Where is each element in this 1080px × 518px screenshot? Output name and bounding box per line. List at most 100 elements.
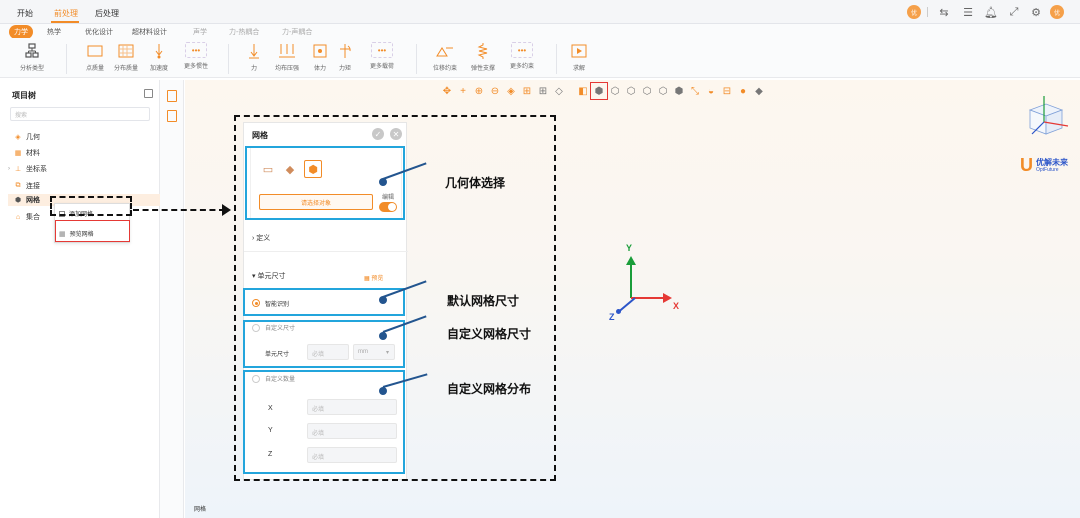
radio-smart-detect[interactable] bbox=[252, 299, 260, 307]
view-cube-icon[interactable]: ◇ bbox=[555, 85, 563, 97]
hierarchy-icon bbox=[22, 42, 42, 60]
zoom-out-icon[interactable]: ⊖ bbox=[490, 85, 500, 97]
collapse-icon[interactable] bbox=[144, 89, 153, 98]
uniform-pressure-button[interactable]: 均布压强 bbox=[270, 42, 304, 72]
section-icon[interactable]: ⊟ bbox=[722, 85, 732, 97]
viewport-status-label: 网格 bbox=[194, 507, 207, 513]
confirm-icon[interactable]: ✓ bbox=[372, 128, 384, 140]
bell-icon[interactable]: 🔔︎ bbox=[984, 6, 998, 19]
element-size-input[interactable]: 必填 bbox=[307, 344, 349, 360]
tab-acoustics[interactable]: 声学 bbox=[193, 29, 207, 36]
edge-select-icon[interactable]: ▭ bbox=[262, 163, 274, 176]
user-avatar[interactable]: 优 bbox=[907, 5, 921, 19]
fullscreen-icon[interactable]: ⤢ bbox=[1009, 5, 1019, 18]
logo-name: 优解未来 bbox=[1036, 157, 1068, 167]
tab-mechanics[interactable]: 力学 bbox=[9, 25, 33, 39]
document-icon[interactable] bbox=[167, 90, 177, 102]
annotation-custom-size: 自定义网格尺寸 bbox=[447, 327, 532, 341]
body-select-icon[interactable]: ⬢ bbox=[304, 160, 322, 178]
point-mass-button[interactable]: 点质量 bbox=[82, 42, 108, 72]
settings-icon[interactable]: ⚙ bbox=[1031, 6, 1041, 19]
back-view-icon[interactable]: ⬡ bbox=[626, 85, 636, 97]
radio-custom-size[interactable] bbox=[252, 324, 260, 332]
elastic-support-button[interactable]: 弹性支撑 bbox=[466, 42, 500, 72]
preview-link[interactable]: ▦ 预览 bbox=[364, 273, 383, 282]
logo-sub: OptFuture bbox=[1036, 166, 1059, 173]
color-icon[interactable]: ● bbox=[739, 85, 747, 97]
menu-preview-mesh[interactable]: ▦ 预览网格 bbox=[59, 229, 94, 239]
eraser-icon[interactable]: ◆ bbox=[755, 85, 763, 97]
front-view-icon[interactable]: ⬡ bbox=[610, 85, 620, 97]
select-grid-icon[interactable]: ⊞ bbox=[522, 85, 532, 97]
radio-custom-count[interactable] bbox=[252, 375, 260, 383]
fit-view-icon[interactable]: ◈ bbox=[507, 85, 515, 97]
acceleration-button[interactable]: 加速度 bbox=[146, 42, 172, 72]
grid-icon[interactable]: ⊞ bbox=[538, 85, 548, 97]
tree-item-coordinate-system[interactable]: › ⊥坐标系 bbox=[8, 164, 47, 174]
more-dots-icon: ••• bbox=[371, 42, 393, 58]
x-count-input[interactable]: 必填 bbox=[307, 399, 397, 415]
close-icon[interactable]: ✕ bbox=[390, 128, 402, 140]
top-view-icon[interactable]: ⬢ bbox=[674, 85, 684, 97]
section-element-size[interactable]: ▾ 单元尺寸 bbox=[252, 271, 285, 281]
layout-icon[interactable]: ☰ bbox=[963, 6, 973, 19]
share-icon[interactable]: ⇆ bbox=[939, 6, 949, 19]
menu-start[interactable]: 开始 bbox=[17, 9, 33, 18]
solve-button[interactable]: 求解 bbox=[568, 42, 590, 72]
x-axis-label: X bbox=[673, 301, 680, 311]
tree-item-material[interactable]: ▦材料 bbox=[14, 148, 40, 158]
face-select-icon[interactable]: ◆ bbox=[285, 163, 295, 176]
edit-toggle[interactable] bbox=[379, 202, 397, 212]
add-icon[interactable]: + bbox=[460, 85, 466, 97]
y-count-input[interactable]: 必填 bbox=[307, 423, 397, 439]
menu-preprocess[interactable]: 前处理 bbox=[54, 9, 78, 18]
left-view-icon[interactable]: ⬡ bbox=[642, 85, 652, 97]
tab-thermo-mech[interactable]: 力-热耦合 bbox=[229, 29, 260, 36]
tree-search-input[interactable]: 搜索 bbox=[10, 107, 150, 121]
analysis-type-button[interactable]: 分析类型 bbox=[10, 42, 54, 72]
right-view-icon[interactable]: ⬡ bbox=[658, 85, 668, 97]
distributed-mass-button[interactable]: 分布质量 bbox=[110, 42, 142, 72]
view-cube-navigator[interactable] bbox=[1018, 92, 1070, 142]
axis-z-label: Z bbox=[268, 451, 273, 458]
measure-icon[interactable]: ◒ bbox=[707, 85, 715, 97]
moment-button[interactable]: 力矩 bbox=[334, 42, 356, 72]
tree-item-set[interactable]: ⌂集合 bbox=[14, 212, 40, 222]
menu-postprocess[interactable]: 后处理 bbox=[95, 9, 119, 18]
tree-item-connection[interactable]: ⧉连接 bbox=[14, 181, 41, 191]
more-dots-icon: ••• bbox=[511, 42, 533, 58]
z-axis-dot bbox=[616, 309, 621, 314]
tab-thermal[interactable]: 热学 bbox=[47, 29, 61, 36]
body-force-button[interactable]: 体力 bbox=[309, 42, 331, 72]
geometry-select-area: ▭ ◆ ⬢ 请选择对象 编辑 bbox=[250, 147, 402, 219]
tab-metamaterial[interactable]: 超材料设计 bbox=[132, 29, 167, 36]
tab-acoustic-mech[interactable]: 力-声耦合 bbox=[282, 29, 313, 36]
pan-icon[interactable]: ✥ bbox=[442, 85, 452, 97]
force-button[interactable]: 力 bbox=[244, 42, 264, 72]
display-mode-icon[interactable]: ◧ bbox=[578, 85, 588, 97]
select-object-button[interactable]: 请选择对象 bbox=[259, 194, 373, 210]
folder-icon: ⌂ bbox=[15, 213, 21, 221]
x-axis-line bbox=[631, 297, 665, 299]
unit-select[interactable]: mm ▾ bbox=[353, 344, 395, 360]
chevron-right-icon: › bbox=[8, 166, 10, 172]
zoom-in-icon[interactable]: ⊕ bbox=[474, 85, 484, 97]
user-avatar-2[interactable]: 优 bbox=[1050, 5, 1064, 19]
displacement-constraint-button[interactable]: 位移约束 bbox=[428, 42, 462, 72]
tree-item-label: 坐标系 bbox=[26, 166, 47, 173]
tree-item-label: 几何 bbox=[26, 134, 40, 141]
ribbon-toolbar: 分析类型 点质量 分布质量 加速度 ••• 更多惯性 力 均布压强 bbox=[0, 38, 1080, 78]
list-icon[interactable] bbox=[167, 110, 177, 122]
tree-item-geometry[interactable]: ◈几何 bbox=[14, 132, 40, 142]
more-loads-button[interactable]: ••• 更多载荷 bbox=[364, 42, 400, 70]
select-icon[interactable]: ⤡ bbox=[691, 85, 699, 97]
panel-title: 网格 bbox=[252, 131, 268, 140]
solid-cube-icon[interactable]: ⬢ bbox=[590, 82, 608, 100]
section-definition[interactable]: › 定义 bbox=[252, 233, 270, 243]
z-count-input[interactable]: 必填 bbox=[307, 447, 397, 463]
tab-optimization[interactable]: 优化设计 bbox=[85, 29, 113, 36]
more-constraints-button[interactable]: ••• 更多约束 bbox=[504, 42, 540, 70]
y-axis-line bbox=[630, 262, 632, 298]
axis-x-label: X bbox=[268, 405, 273, 412]
more-inertia-button[interactable]: ••• 更多惯性 bbox=[178, 42, 214, 70]
